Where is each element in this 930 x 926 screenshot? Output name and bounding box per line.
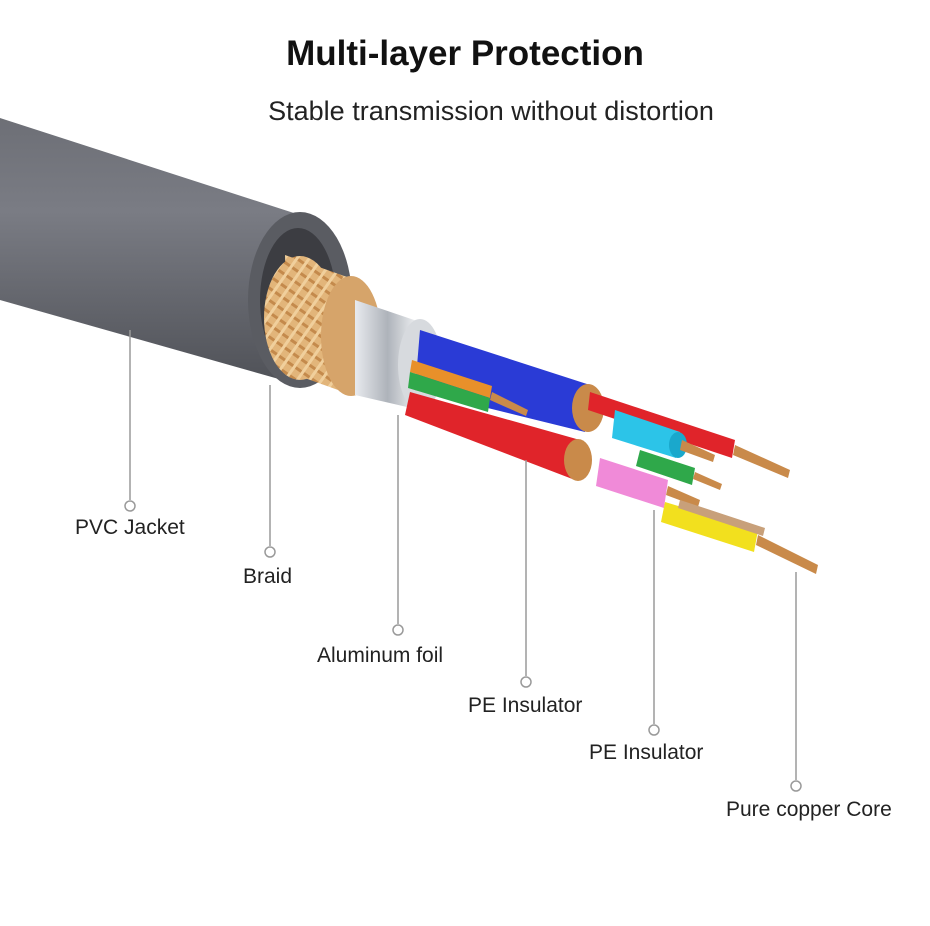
callout-label-pvc-jacket: PVC Jacket <box>75 516 185 539</box>
callout-marker-pvc-jacket <box>124 500 136 512</box>
callout-marker-braid <box>264 546 276 558</box>
callout-label-aluminum-foil: Aluminum foil <box>317 644 444 667</box>
cyan-wire-shape <box>612 410 715 462</box>
callout-label-pe-insulator-2: PE Insulator <box>589 741 704 764</box>
yellow-wire-shape <box>661 500 818 574</box>
callout-marker-pe-insulator-2 <box>648 724 660 736</box>
green-wire-shape <box>636 450 722 490</box>
callout-label-pure-copper-core: Pure copper Core <box>726 798 892 821</box>
callout-label-pe-insulator-1: PE Insulator <box>468 694 583 717</box>
red-wire-top-shape <box>588 392 790 478</box>
pink-wire-shape <box>596 458 700 508</box>
inner-wires-shape <box>408 360 528 416</box>
callout-marker-pe-insulator-1 <box>520 676 532 688</box>
red-wire-main-shape <box>405 392 592 481</box>
diagram-title: Multi-layer Protection <box>286 34 644 73</box>
leader-lines <box>124 330 802 792</box>
callout-marker-pure-copper-core <box>790 780 802 792</box>
callout-label-braid: Braid <box>243 565 293 588</box>
diagram-subtitle: Stable transmission without distortion <box>268 96 714 126</box>
callout-marker-aluminum-foil <box>392 624 404 636</box>
